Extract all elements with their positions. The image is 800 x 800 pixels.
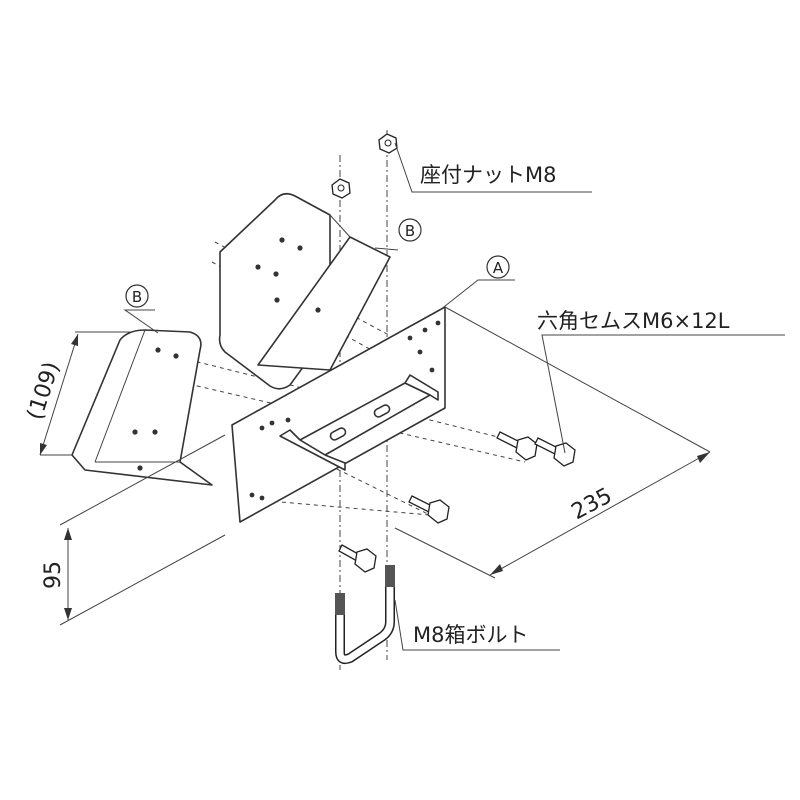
label-u-bolt: M8箱ボルト [413,623,528,647]
svg-text:B: B [405,222,415,240]
flange-nut-1 [378,133,398,154]
bracket-b-upper [218,192,391,390]
u-bolt [335,565,395,665]
svg-text:B: B [132,288,142,306]
marker-b-left: B [125,284,149,308]
dimension-95 [59,434,226,626]
marker-b-upper: B [398,218,422,242]
hex-screw-3 [408,495,450,524]
svg-text:A: A [493,259,504,277]
hex-screw-1 [496,431,538,461]
dimension-109 [39,331,130,456]
dim-95-text: 95 [41,561,66,589]
bracket-a [231,306,446,523]
hex-screw-2 [534,437,576,467]
flange-nut-2 [331,178,351,199]
dimension-235 [394,306,711,579]
label-hex-screw: 六角セムスM6×12L [537,309,730,333]
leader-lines [123,142,785,651]
dim-235-text: 235 [568,483,617,525]
dim-109-text: (109) [23,359,65,423]
label-flange-nut: 座付ナットM8 [420,163,556,187]
marker-a: A [486,255,510,279]
hex-screw-4 [338,544,377,573]
bracket-b-left [71,329,213,486]
